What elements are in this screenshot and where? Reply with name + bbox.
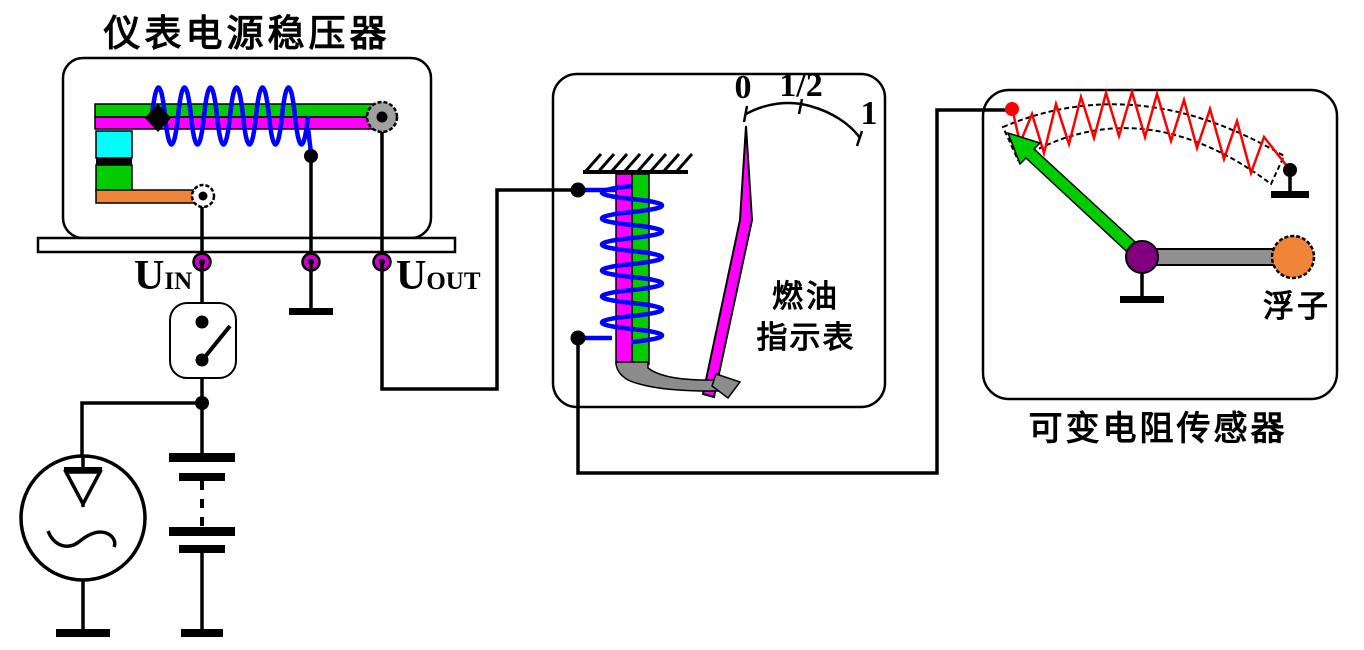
hatch-line: [584, 153, 603, 172]
contact-diamond: [145, 104, 171, 132]
gauge-heater-coil: [599, 183, 665, 345]
ground-icon: [56, 629, 110, 637]
needle-bracket: [615, 361, 723, 392]
ground-icon: [1271, 176, 1309, 198]
regulator-mounting-plate: [36, 236, 457, 254]
fuel-gauge-unit: [380, 98, 1009, 475]
hatch-line: [649, 153, 668, 172]
scale-label-half: 1/2: [779, 67, 822, 104]
battery-plate-long-2: [169, 527, 235, 536]
gauge-terminal-top-dot: [570, 182, 586, 198]
float-rod: [1149, 248, 1275, 266]
wiper-pivot: [1125, 240, 1159, 274]
scale-tick-0: [742, 105, 749, 123]
bimetal-strip-bottom: [94, 116, 382, 130]
regulator-unit: [94, 85, 399, 315]
scale-arc: [745, 101, 862, 139]
scale-label-0: 0: [735, 69, 752, 106]
heater-coil: [149, 85, 311, 147]
ground-bar: [1271, 191, 1309, 198]
uout-main: U: [396, 253, 426, 299]
sensor-title: 可变电阻传感器: [1029, 409, 1288, 449]
ac-wave: [46, 530, 117, 548]
battery-plate-short-1: [179, 473, 225, 481]
generator-symbol: [19, 454, 147, 637]
switch-outline: [169, 302, 237, 379]
hatch-line: [623, 153, 642, 172]
float-ball: [1270, 234, 1316, 280]
bimetal-strip-top: [94, 103, 382, 118]
needle-bracket-hook: [711, 373, 742, 400]
gauge-needle: [701, 125, 754, 399]
gauge-name-line2: 指示表: [757, 320, 856, 356]
hatch-line: [597, 153, 616, 172]
coil-tap-lead: [305, 127, 314, 154]
resistor-zigzag: [1010, 87, 1291, 178]
wire-uout-to-gauge: [380, 188, 578, 391]
gauge-bimetal-left: [615, 173, 633, 365]
sensor-unit: [1001, 87, 1316, 303]
ground-icon: [181, 629, 223, 637]
diode-triangle: [63, 470, 103, 508]
hatch-line: [662, 153, 681, 172]
wiper-arm-arrow: [1006, 131, 1148, 264]
wire-gauge-to-sensor: [576, 108, 1009, 475]
base-contact-bar: [95, 189, 197, 204]
uin-main: U: [134, 253, 164, 299]
battery-symbol: [169, 403, 235, 637]
ground-bar: [289, 308, 333, 315]
float-label: 浮子: [1263, 289, 1331, 325]
insulator-block: [95, 130, 133, 159]
regulator-title: 仪表电源稳压器: [103, 12, 391, 55]
scale-tick-1: [855, 130, 864, 147]
scale-label-1: 1: [861, 95, 878, 132]
ground-icon: [289, 262, 333, 315]
power-source: [19, 262, 237, 637]
resistor-end-dot: [1283, 163, 1297, 177]
hatch-line: [610, 153, 629, 172]
uout-sub: OUT: [426, 268, 481, 295]
ground-bar: [1120, 296, 1164, 303]
wire-to-generator: [80, 401, 202, 456]
ground-icon: [1120, 273, 1164, 303]
battery-plate-short-2: [179, 545, 225, 553]
uout-label: UOUT: [396, 253, 481, 299]
uin-label: UIN: [134, 253, 192, 299]
tap-junction-dot: [304, 149, 318, 163]
gauge-name-line1: 燃油: [772, 279, 840, 315]
gauge-terminal-bottom-dot: [570, 330, 586, 346]
switch-contact-top: [195, 315, 209, 329]
base-terminal-center: [198, 191, 208, 201]
ignition-switch: [169, 302, 237, 379]
divider-bar: [96, 158, 132, 165]
uin-sub: IN: [164, 268, 192, 295]
battery-plate-long-1: [169, 453, 235, 462]
labels: 仪表电源稳压器 UIN UOUT 0 1/2 1 燃油 指示表 浮子 可变电阻传…: [103, 12, 1331, 449]
gauge-scale: [742, 98, 864, 147]
fixed-support-hatch: [583, 153, 694, 174]
switch-blade: [202, 324, 232, 360]
scale-tick-half: [797, 98, 804, 115]
hatch-line: [636, 153, 655, 172]
strip-pivot-center: [376, 111, 388, 123]
wiper-input-dot: [1005, 102, 1019, 116]
hatch-line: [675, 153, 694, 172]
support-block: [95, 164, 133, 192]
